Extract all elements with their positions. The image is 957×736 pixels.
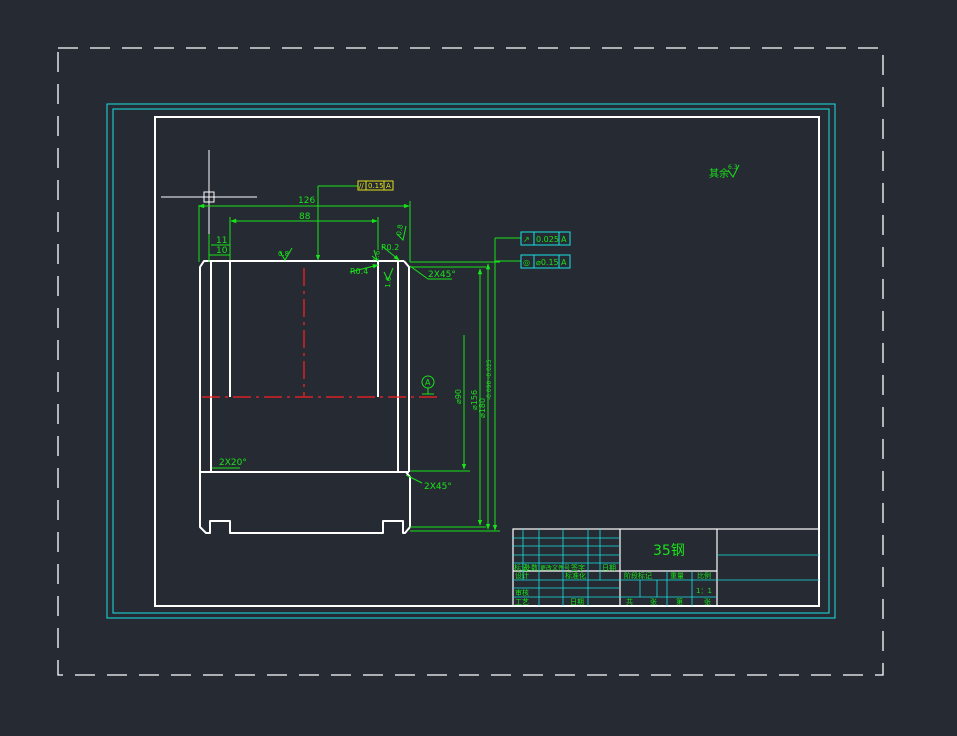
rest-roughness-value: 6.3 — [728, 164, 738, 171]
parallel-symbol: // — [359, 182, 364, 190]
approve-date-label: 日期 — [570, 598, 584, 606]
dim-dia156: ⌀156 — [470, 390, 479, 410]
row-label-count: 处数 — [524, 563, 538, 572]
chamfer-2x20: 2X20° — [219, 458, 247, 468]
roughness-16a: 1.6 — [384, 276, 393, 288]
stage-label: 阶段标记 — [624, 571, 652, 580]
dimension-lines — [198, 185, 521, 532]
part-outline — [199, 260, 411, 534]
roughness-16b: 1.6 — [372, 249, 382, 262]
tolerance-frame-runout — [520, 231, 571, 246]
crosshair-cursor-icon — [161, 150, 257, 244]
centerlines — [202, 268, 438, 398]
tolerance-frame-concentricity — [520, 254, 571, 269]
chamfer-2x45-bottom: 2X45° — [424, 482, 452, 492]
scale-value: 1：1 — [696, 587, 712, 595]
runout-value: 0.025 — [536, 235, 559, 244]
roughness-08a: 0.8 — [278, 250, 289, 258]
chamfer-2x45-top: 2X45° — [428, 270, 456, 280]
sheet-no-label: 第 — [676, 597, 683, 606]
row-label-change-doc: 更改文件号 — [540, 564, 570, 572]
dashed-sheet-boundary — [57, 47, 884, 676]
row-label-mark: 标记 — [514, 563, 528, 572]
inner-bore-lines — [229, 261, 379, 397]
tolerance-frame-parallel — [357, 180, 394, 191]
design-label: 设计 — [515, 571, 529, 580]
material-label: 35钢 — [653, 543, 685, 559]
weight-label: 重量 — [670, 572, 684, 580]
sheets-label: 张 — [650, 597, 657, 606]
standardize-label: 标准化 — [565, 571, 586, 580]
runout-symbol: ↗ — [523, 235, 530, 244]
sheet-label: 张 — [704, 597, 711, 606]
parallel-value: 0.15 — [368, 182, 384, 190]
dim-11: 11 — [216, 236, 227, 246]
row-label-sign: 签字 — [571, 563, 585, 572]
row-label-date: 日期 — [602, 564, 616, 572]
rest-roughness-note: 其余 — [709, 167, 729, 180]
runout-datum: A — [561, 235, 567, 244]
dim-88: 88 — [299, 212, 311, 222]
datum-a-marker: A — [421, 375, 435, 389]
title-block-grid — [513, 529, 819, 606]
cyan-border-inner — [112, 108, 830, 614]
dimension-texts: 126 88 11 10 R0.2 R0.4 2X45° 2X45° 2X20°… — [216, 196, 493, 492]
concentricity-datum: A — [561, 258, 567, 267]
dim-tol-180: -0.090 -0.025 — [486, 359, 493, 400]
dim-126: 126 — [298, 196, 315, 206]
datum-a-label: A — [425, 378, 431, 387]
check-label: 审核 — [515, 588, 529, 597]
dim-dia180: ⌀180 — [478, 398, 487, 418]
roughness-symbols — [279, 164, 740, 282]
cyan-border-outer — [106, 103, 836, 619]
concentricity-value: ⌀0.15 — [536, 258, 559, 267]
total-label: 共 — [626, 597, 633, 606]
dim-10: 10 — [216, 246, 228, 256]
dim-dia90: ⌀90 — [454, 389, 463, 404]
scale-label: 比例 — [697, 571, 711, 580]
roughness-08b: 0.8 — [395, 224, 405, 236]
parallel-datum: A — [386, 182, 391, 190]
dim-r02: R0.2 — [381, 243, 399, 252]
title-block-texts: 35钢 标记 处数 更改文件号 签字 日期 设计 标准化 阶段标记 重量 比例 … — [514, 543, 712, 606]
dim-r04: R0.4 — [350, 267, 368, 276]
concentricity-symbol: ◎ — [523, 258, 530, 267]
title-block — [512, 528, 820, 607]
drawing-frame — [154, 116, 820, 607]
process-label: 工艺 — [515, 598, 529, 606]
